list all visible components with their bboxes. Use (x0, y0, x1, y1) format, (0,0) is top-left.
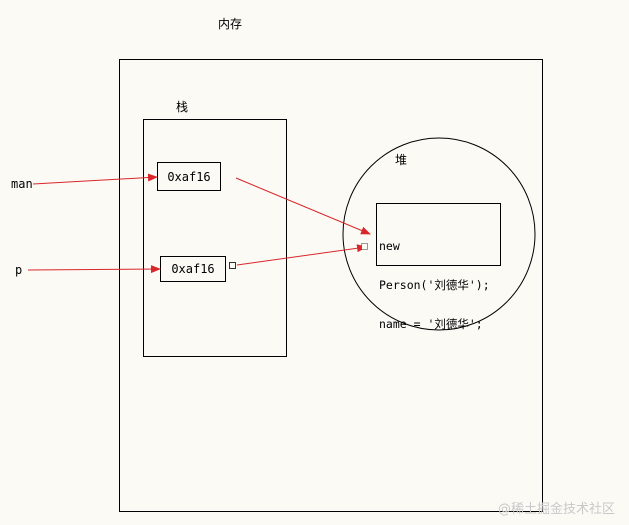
stack-region (143, 119, 287, 357)
arrow-cell-p-to-heap (236, 244, 367, 266)
memory-frame (119, 59, 543, 512)
heap-label: 堆 (395, 153, 408, 167)
variable-p-label: p (15, 263, 23, 277)
stack-label: 栈 (176, 100, 189, 114)
arrow-man-to-cell (32, 173, 158, 185)
heap-object: new Person('刘德华'); name = '刘德华'; (376, 203, 501, 331)
watermark: @稀土掘金技术社区 (497, 502, 615, 517)
heap-object-line: Person('刘德华'); (379, 278, 490, 292)
arrow-p-to-cell (27, 265, 161, 274)
arrow-cell-man-to-heap (235, 177, 371, 235)
connector-handle (229, 262, 236, 269)
connector-handle (361, 243, 368, 250)
heap-object-line: name = '刘德华'; (379, 317, 483, 331)
variable-man-label: man (11, 177, 33, 191)
heap-object-line: new (379, 239, 400, 253)
memory-title: 内存 (218, 17, 243, 31)
